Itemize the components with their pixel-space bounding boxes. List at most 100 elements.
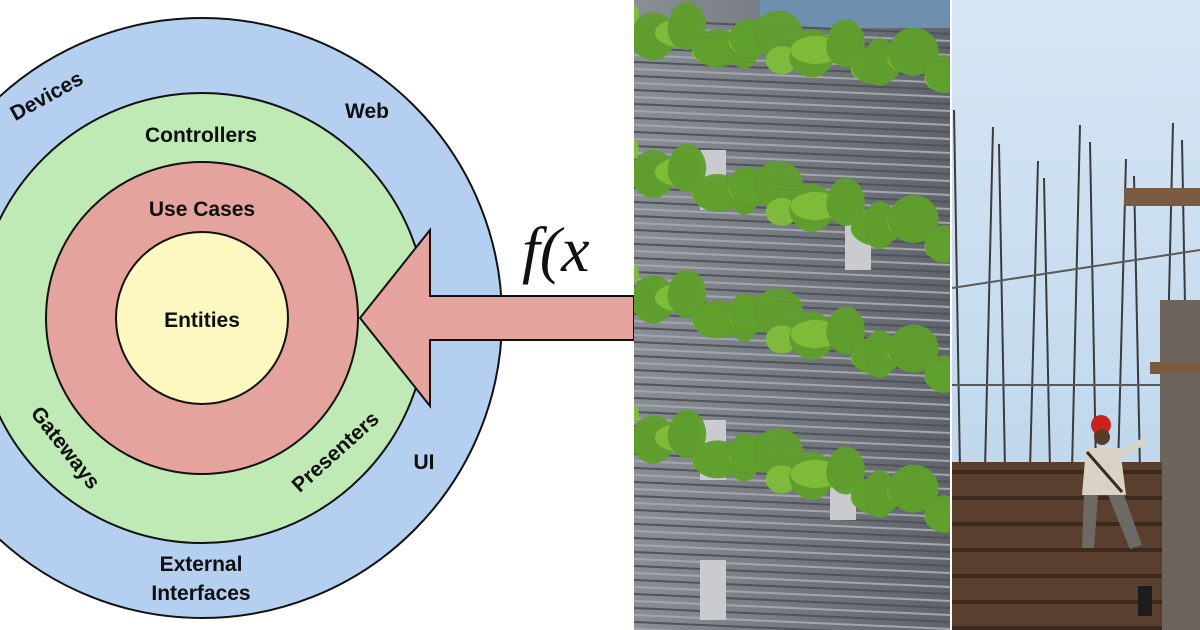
rebar-rod [984,126,994,471]
foliage-clump [753,428,804,477]
foliage-clump [753,10,804,59]
equipment-box [1138,586,1152,616]
louvre-line [634,390,950,406]
louvre-line [634,404,950,420]
louvre-line [634,495,950,511]
louvre-line [634,355,950,371]
formwork-plank [952,522,1162,526]
photo-divider [950,0,952,630]
concrete-column [1160,300,1200,630]
red-hard-hat [1091,415,1111,435]
foliage-clump [668,144,707,192]
louvre-line [634,243,950,259]
foliage-clump [753,161,804,209]
formwork-plank [952,600,1162,604]
concrete-column [700,560,726,620]
louvre-line [634,502,950,518]
foliage-clump [888,324,939,373]
formwork-plank [952,470,1162,474]
louvre-line [634,236,950,252]
louvre-line [634,369,950,385]
louvre-line [634,516,950,532]
foliage-clump [925,495,950,533]
rebar-rod [998,143,1006,471]
louvre-line [634,530,950,546]
louvre-line [634,362,950,378]
rebar-rod [1089,141,1097,471]
foliage-clump [634,138,639,160]
louvre-line [634,614,950,630]
rebar-rod [1029,160,1039,471]
formula-text: f(x [522,214,590,285]
label-interfaces: Interfaces [151,582,250,605]
label-controllers: Controllers [145,124,257,147]
rebar-rod [1133,175,1141,471]
foliage-clump [925,55,950,93]
louvre-line [634,551,950,567]
louvre-line [634,75,950,91]
louvre-line [634,607,950,623]
louvre-line [634,229,950,245]
louvre-line [634,264,950,280]
louvre-line [634,96,950,112]
louvre-line [634,124,950,140]
louvre-line [634,68,950,84]
formwork-plank [952,548,1162,552]
worker-leg-right [1108,495,1142,549]
louvre-line [634,117,950,133]
foliage-clump [826,306,865,355]
louvre-line [634,621,838,630]
dependency-arrow [358,227,634,409]
photo-construction-site [952,0,1200,630]
rebar-rod [1043,177,1051,471]
louvre-line [634,103,950,119]
louvre-line [634,376,950,392]
foliage-clump [634,3,639,25]
louvre-line [634,523,950,539]
foliage-clump [888,195,939,243]
louvre-line [634,383,950,399]
louvre-line [634,537,950,553]
label-use-cases: Use Cases [149,198,255,221]
foliage-clump [925,225,950,263]
foliage-clump [863,330,896,378]
rebar-rod [953,109,961,471]
louvre-line [634,397,950,413]
foliage-clump [753,288,804,337]
foliage-clump [826,446,865,495]
foliage-clump [668,270,707,318]
louvre-line [634,593,950,609]
louvre-line [634,257,950,273]
louvre-line [634,509,950,525]
top-beam [1124,188,1200,206]
foliage-clump [765,465,798,494]
label-ui: UI [414,451,435,474]
rebar-rod [1117,158,1127,471]
clean-architecture-diagram: f(x Devices Web UI External Interfaces C… [0,17,634,619]
foliage-clump [888,27,939,76]
foliage-clump [925,355,950,393]
foliage-clump [668,410,707,458]
worker-leg-left [1082,495,1098,548]
foliage-clump [765,198,798,226]
foliage-clump [826,178,865,226]
safety-harness [1085,451,1124,493]
label-web: Web [345,100,389,123]
ring-core [115,231,289,405]
foliage-clump [765,325,798,354]
louvre-line [634,565,950,581]
construction-worker [1082,415,1148,549]
foliage-clump [863,470,896,518]
louvre-line [634,131,950,147]
photo-green-building [634,0,950,630]
louvre-line [634,600,950,616]
label-external: External [160,553,243,576]
louvre-line [634,544,950,560]
formwork-planks [952,470,1162,630]
louvre-line [634,586,950,602]
hanging-plants [634,2,950,533]
worker-head [1094,429,1110,445]
worker-arm [1118,436,1148,459]
louvre-line [634,579,950,595]
